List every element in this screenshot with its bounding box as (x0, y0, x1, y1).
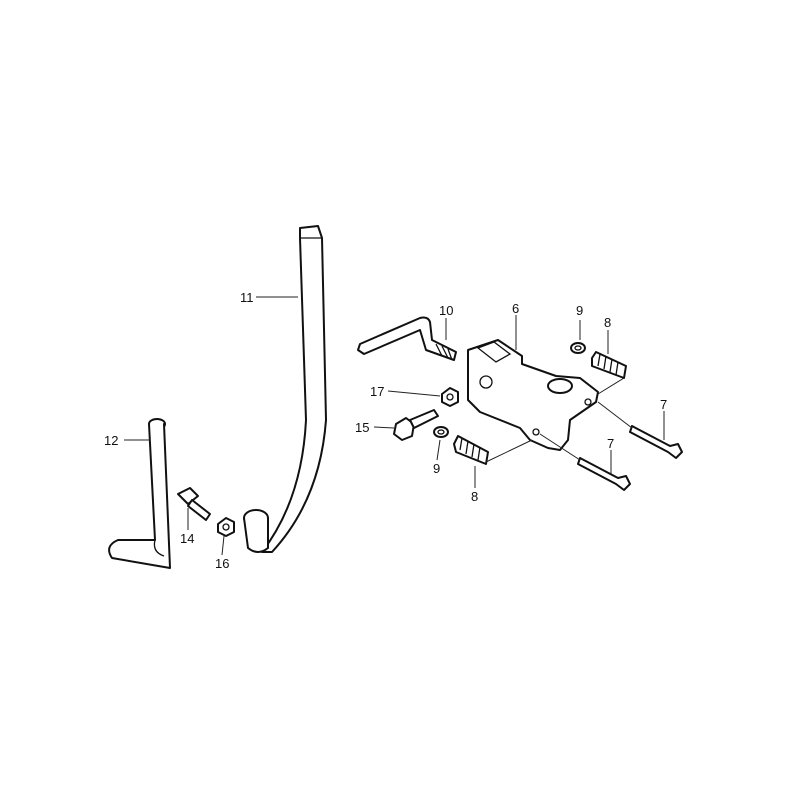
part-8-spring-upper (591, 351, 627, 379)
part-10-crank (357, 316, 457, 361)
callout-11: 11 (240, 290, 254, 305)
callout-14: 14 (180, 531, 195, 546)
part-17-nut (441, 387, 459, 407)
callout-9-upper: 9 (576, 303, 584, 318)
part-9-washer-lower (433, 426, 449, 438)
part-16-nut (217, 517, 235, 537)
callout-7-upper: 7 (660, 397, 668, 412)
callout-12: 12 (104, 433, 119, 448)
callout-17: 17 (370, 384, 385, 399)
part-7-bolt-upper (629, 425, 683, 459)
part-14-bolt (177, 487, 211, 521)
part-9-washer-upper (570, 342, 586, 354)
callout-16: 16 (215, 556, 230, 571)
callout-15: 15 (355, 420, 370, 435)
part-12-pipe (108, 418, 171, 569)
part-15-bolt (393, 409, 439, 441)
part-6-bracket (467, 339, 599, 451)
callout-9-lower: 9 (433, 461, 441, 476)
part-11-handle-bar (243, 225, 327, 553)
callout-10: 10 (439, 303, 454, 318)
callout-7-lower: 7 (607, 436, 615, 451)
part-8-spring-lower (453, 435, 489, 465)
part-7-bolt-lower (577, 457, 631, 491)
callout-6: 6 (512, 301, 520, 316)
leader-lines (124, 296, 665, 556)
callout-8-lower: 8 (471, 489, 479, 504)
callout-8-upper: 8 (604, 315, 612, 330)
